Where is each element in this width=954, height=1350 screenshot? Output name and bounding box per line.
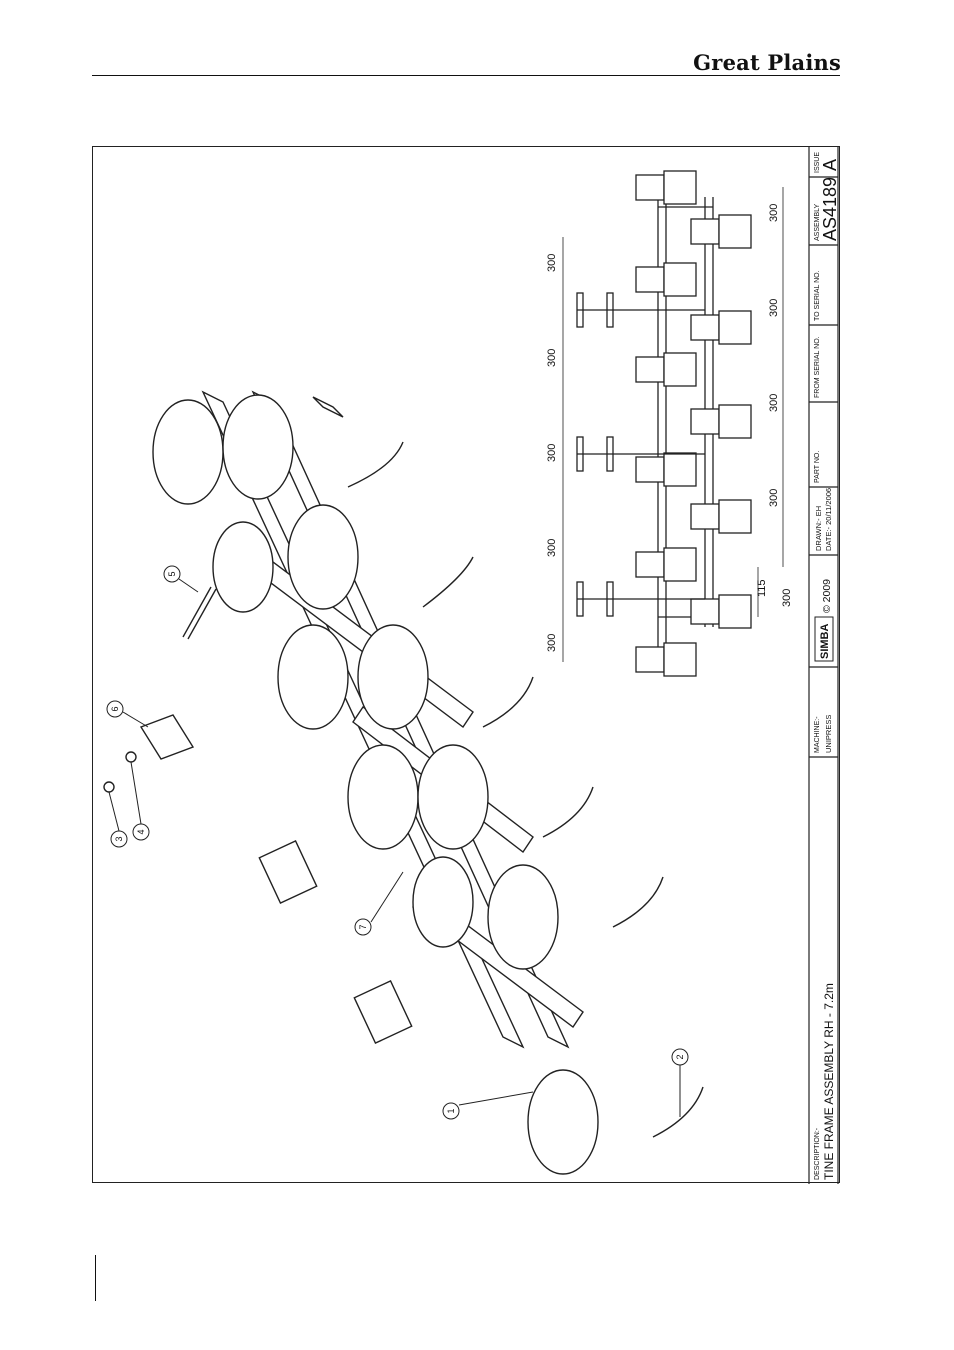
to-serial-label: TO SERIAL NO. (814, 270, 821, 321)
simba-logo: SIMBA (819, 624, 831, 660)
dim-top-1: 300 (546, 254, 558, 272)
packer-wheels (153, 395, 598, 1174)
title-block-text: DESCRIPTION:- TINE FRAME ASSEMBLY RH - 7… (814, 152, 840, 1180)
drawn-by: DRAWN:- EH (814, 506, 823, 551)
description-text: TINE FRAME ASSEMBLY RH - 7.2m (822, 983, 836, 1180)
copyright-text: © 2009 (821, 579, 833, 613)
description-label: DESCRIPTION:- (814, 1127, 821, 1180)
balloon-label-4: 4 (136, 829, 146, 834)
balloon-label-6: 6 (110, 706, 120, 711)
balloon-label-5: 5 (167, 571, 177, 576)
from-serial-label: FROM SERIAL NO. (814, 336, 821, 398)
machine-label: MACHINE:- (814, 716, 821, 753)
balloon-label-3: 3 (114, 836, 124, 841)
dim-offset-base: 300 (781, 589, 793, 607)
technical-drawing-frame: DESCRIPTION:- TINE FRAME ASSEMBLY RH - 7… (92, 146, 840, 1183)
brand-logo-text: Great Plains (693, 50, 841, 75)
issue-letter: A (820, 159, 840, 171)
assembly-drawing: DESCRIPTION:- TINE FRAME ASSEMBLY RH - 7… (93, 147, 841, 1184)
balloon-label-7: 7 (358, 924, 368, 929)
isometric-view (104, 392, 703, 1174)
clamp-plate (141, 715, 193, 759)
part-no-label: PART NO. (814, 451, 821, 483)
dim-bottom-2: 300 (768, 299, 780, 317)
dim-top-3: 300 (546, 444, 558, 462)
dim-top-5: 300 (546, 634, 558, 652)
dim-bottom-3: 300 (768, 394, 780, 412)
plan-view (577, 171, 751, 676)
balloon-label-1: 1 (446, 1108, 456, 1113)
balloon-label-2: 2 (675, 1054, 685, 1059)
washer (126, 752, 136, 762)
dim-offset-small: 115 (756, 579, 768, 597)
dim-bottom-4: 300 (768, 489, 780, 507)
machine-name: UNIPRESS (824, 715, 833, 753)
dim-top-2: 300 (546, 349, 558, 367)
header-rule (92, 75, 840, 76)
footer-rule (95, 1255, 96, 1301)
tine-holders-lower (691, 215, 751, 628)
dim-bottom-1: 300 (768, 204, 780, 222)
dim-top-4: 300 (546, 539, 558, 557)
nut (104, 782, 114, 792)
drawing-date: DATE:- 20/11/2006 (824, 488, 833, 551)
assembly-number: AS4189 (820, 177, 840, 241)
